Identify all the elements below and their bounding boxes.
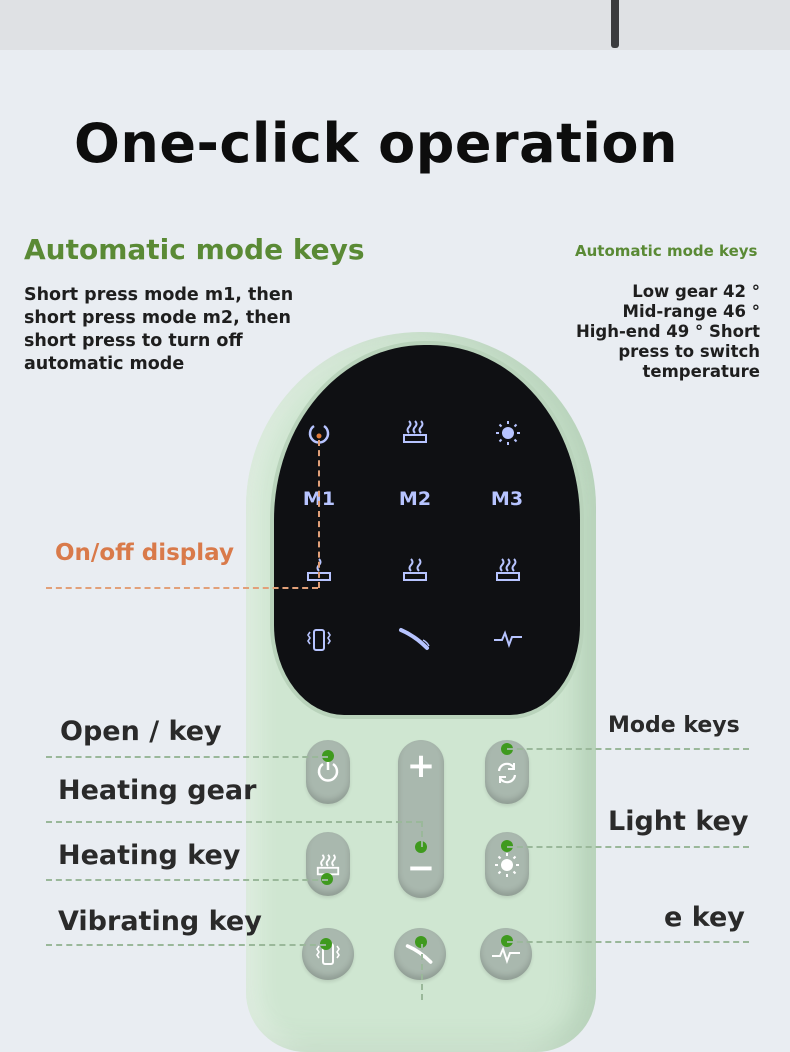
power-icon <box>306 758 350 788</box>
heat-icon[interactable] <box>393 418 437 451</box>
massage-leader-vertical <box>421 944 423 1000</box>
vibrate-icon[interactable] <box>297 626 341 659</box>
automatic-mode-heading-left: Automatic mode keys <box>24 233 365 266</box>
pulse-icon[interactable] <box>486 626 530 657</box>
touch-screen <box>274 345 580 715</box>
on-off-leader-vertical <box>318 440 320 588</box>
e-key-label: e key <box>664 902 745 933</box>
massage-icon <box>394 940 446 972</box>
automatic-mode-description: Short press mode m1, then short press mo… <box>24 285 294 374</box>
page-title: One-click operation <box>74 112 678 175</box>
mode-keys-label: Mode keys <box>608 713 740 738</box>
e-key-leader <box>507 941 749 943</box>
heat-level-2-icon[interactable] <box>393 556 437 589</box>
heat-level-3-icon[interactable] <box>486 556 530 589</box>
vibrating-key-leader <box>46 944 326 946</box>
heating-key-label: Heating key <box>58 840 241 871</box>
pulse-icon <box>480 942 532 972</box>
plus-icon: + <box>406 746 436 786</box>
on-off-leader-horizontal <box>46 587 318 589</box>
top-band <box>0 0 790 50</box>
cycle-icon <box>485 760 529 790</box>
mode-m2[interactable]: M2 <box>398 488 432 510</box>
massage-icon[interactable] <box>393 624 437 659</box>
cable <box>611 0 619 48</box>
light-icon[interactable] <box>486 420 530 451</box>
callout-dot <box>415 936 427 948</box>
heating-gear-leader <box>46 821 422 823</box>
open-key-leader <box>46 756 328 758</box>
temperature-line: Mid-range 46 ° <box>622 302 760 321</box>
temperature-line: press to switch <box>618 342 760 361</box>
temperature-description: Low gear 42 ° Mid-range 46 ° High-end 49… <box>520 282 760 382</box>
light-icon <box>485 852 529 882</box>
gear-adjust-button[interactable]: + − <box>398 740 444 898</box>
open-key-label: Open / key <box>60 716 222 747</box>
heating-gear-leader-vertical <box>421 821 423 847</box>
callout-dot <box>415 841 427 853</box>
vibrating-button[interactable] <box>302 928 354 980</box>
temperature-line: temperature <box>642 362 760 381</box>
heating-gear-label: Heating gear <box>58 775 257 806</box>
automatic-mode-heading-right: Automatic mode keys <box>575 242 758 260</box>
temperature-line: Low gear 42 ° <box>632 282 760 301</box>
callout-dot <box>320 938 332 950</box>
heating-key-leader <box>46 879 328 881</box>
heating-button[interactable] <box>306 832 350 896</box>
minus-icon: − <box>406 848 436 888</box>
temperature-line: High-end 49 ° Short <box>575 322 760 341</box>
light-key-leader <box>507 846 749 848</box>
vibrating-key-label: Vibrating key <box>58 906 262 937</box>
mode-keys-leader <box>507 748 749 750</box>
on-off-display-label: On/off display <box>55 540 234 566</box>
callout-dot <box>322 750 334 762</box>
light-key-label: Light key <box>608 806 749 837</box>
mode-m3[interactable]: M3 <box>490 488 524 510</box>
